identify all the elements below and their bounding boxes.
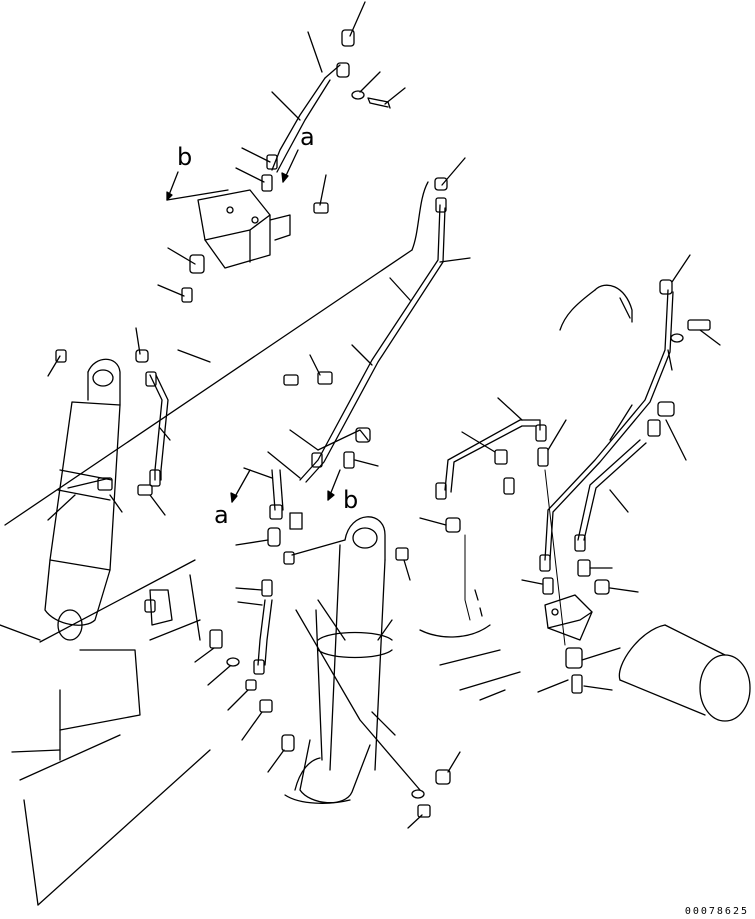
nut: [245, 679, 257, 691]
union-fitting: [149, 469, 161, 487]
washer: [351, 90, 365, 100]
union-fitting: [313, 202, 329, 214]
union-fitting: [266, 154, 278, 170]
union-fitting: [494, 449, 508, 465]
upper-valve-block: [197, 189, 291, 269]
view-label-a-mid: a: [214, 501, 229, 529]
bolt: [367, 97, 391, 109]
union-fitting: [261, 174, 273, 192]
pipe-lines: [149, 64, 674, 666]
view-arrow-b-mid: [327, 469, 341, 501]
nipple-fitting: [503, 477, 515, 495]
detail-sketches: [149, 284, 633, 791]
grease-nipple: [55, 349, 67, 363]
grease-nipple: [144, 599, 156, 613]
elbow-fitting: [336, 62, 350, 78]
fittings: [55, 29, 711, 818]
filter-element: [189, 254, 205, 274]
union-fitting: [574, 534, 586, 552]
union-fitting: [435, 482, 447, 500]
nipple-fitting: [571, 674, 583, 694]
elbow-fitting: [434, 177, 448, 191]
view-arrow-b-top: [166, 171, 229, 201]
elbow-fitting: [259, 699, 273, 713]
nut: [417, 804, 431, 818]
view-arrow-a-top: [281, 149, 299, 183]
washer: [670, 333, 684, 343]
union-fitting: [343, 451, 355, 469]
washer: [226, 657, 240, 667]
elbow-fitting: [281, 734, 295, 752]
left-boom-cylinder: [44, 358, 121, 641]
union-fitting: [311, 452, 323, 468]
bolt: [209, 629, 223, 649]
bolt: [687, 319, 711, 331]
union-fitting: [647, 419, 661, 437]
tee-fitting: [355, 427, 371, 443]
nipple-fitting: [181, 287, 193, 303]
union-fitting: [145, 371, 157, 387]
union-fitting: [269, 504, 283, 520]
tag-plate: [289, 512, 303, 530]
grease-nipple: [435, 769, 451, 785]
union-fitting: [253, 659, 265, 675]
leader-lines: [47, 1, 721, 829]
check-valve: [594, 579, 610, 595]
view-arrow-a-mid: [230, 469, 251, 503]
union-fitting: [261, 579, 273, 597]
grease-nipple: [395, 547, 409, 561]
union-fitting: [577, 559, 591, 577]
union-fitting: [542, 577, 554, 595]
grease-nipple: [283, 551, 295, 565]
union-fitting: [435, 197, 447, 213]
clamp: [97, 477, 113, 491]
elbow-fitting: [657, 401, 675, 417]
union-fitting: [535, 424, 547, 442]
elbow-fitting: [137, 484, 153, 496]
elbow-fitting: [317, 371, 333, 385]
washer: [411, 789, 425, 799]
check-valve: [267, 527, 281, 547]
view-label-a-top: a: [300, 123, 315, 151]
union-fitting: [537, 447, 549, 467]
union-fitting: [539, 554, 551, 572]
elbow-fitting: [135, 349, 149, 363]
view-label-b-top: b: [177, 143, 192, 171]
union-fitting: [283, 374, 299, 386]
right-valve-block: [544, 594, 593, 641]
boom-outline: [0, 181, 429, 906]
elbow-fitting: [659, 279, 673, 295]
filter-element: [565, 647, 583, 669]
reference-number: 00078625: [684, 906, 749, 917]
elbow-fitting: [341, 29, 355, 47]
center-boom-cylinder: [299, 516, 393, 804]
right-drum: [618, 624, 751, 722]
elbow-fitting: [445, 517, 461, 533]
view-label-b-mid: b: [343, 486, 358, 514]
